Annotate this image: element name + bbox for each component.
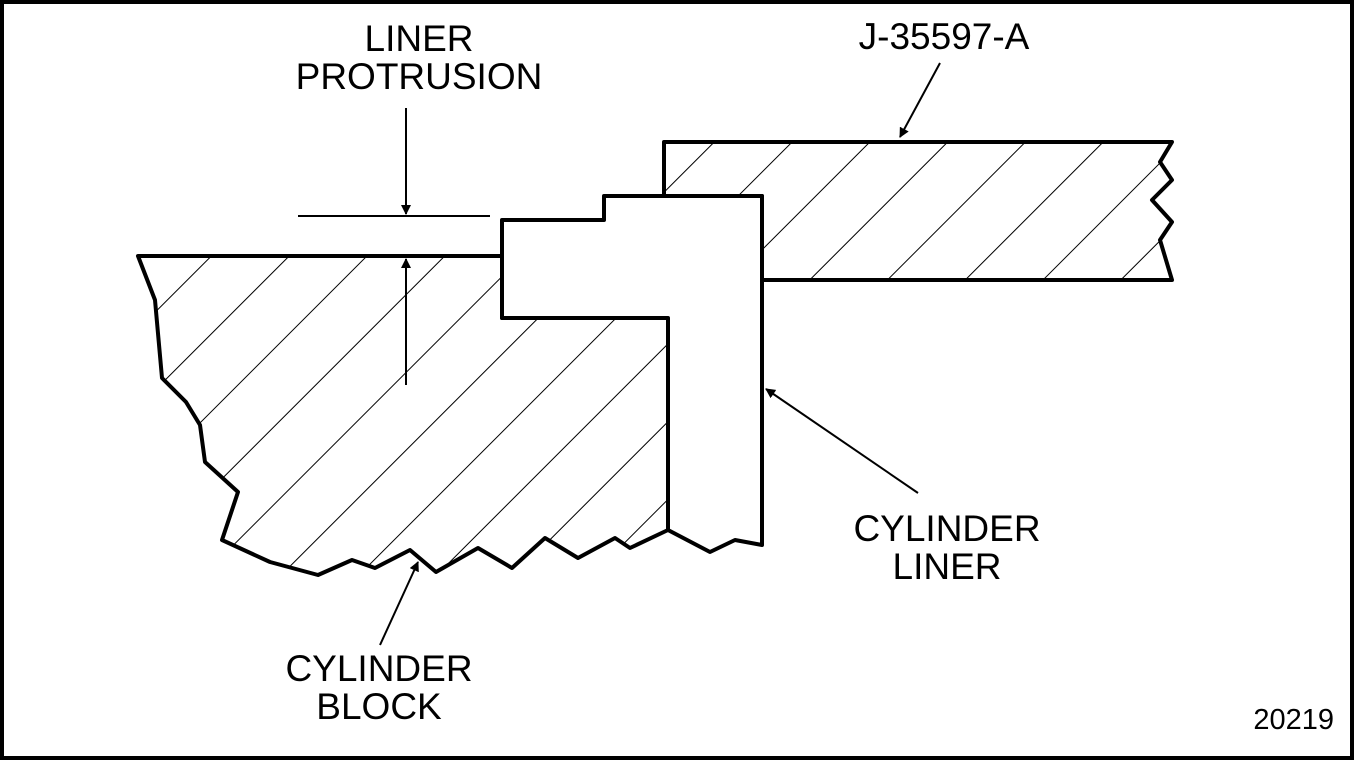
block-leader-arrow (379, 561, 419, 646)
figure-number: 20219 (1253, 704, 1334, 736)
cylinder-liner-label-line2: LINER (892, 545, 1002, 587)
tool-number-label: J-35597-A (858, 16, 1030, 57)
liner-leader-arrow (765, 388, 919, 494)
liner-protrusion-label-line1: LINER (364, 18, 474, 59)
cylinder-liner-shape (500, 194, 764, 554)
liner-protrusion-label-line2: PROTRUSION (295, 55, 543, 97)
cylinder-block-label-line2: BLOCK (316, 685, 442, 727)
cylinder-liner-label-line1: CYLINDER (853, 508, 1041, 549)
liner-protrusion-label: LINER PROTRUSION (278, 20, 560, 95)
cylinder-block-label-line1: CYLINDER (285, 648, 473, 689)
cylinder-block-label: CYLINDER BLOCK (268, 650, 490, 725)
cylinder-liner-label: CYLINDER LINER (838, 510, 1056, 585)
tool-leader-arrow (899, 62, 941, 138)
